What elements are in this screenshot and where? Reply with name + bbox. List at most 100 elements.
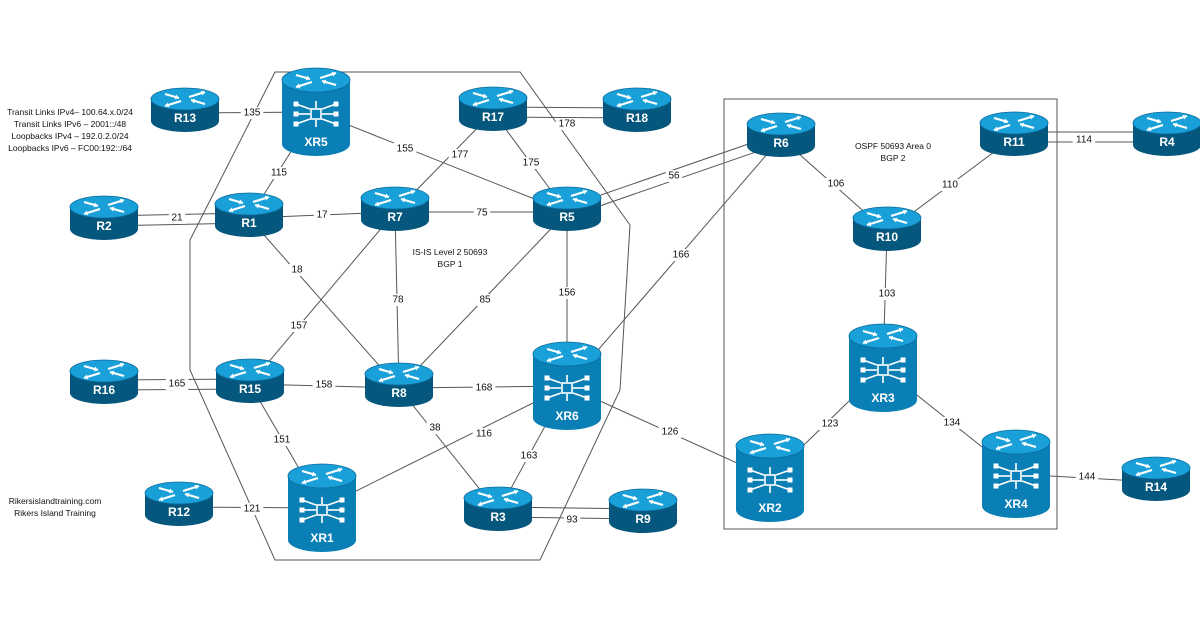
- xr-router-xr6[interactable]: XR6: [532, 341, 602, 430]
- arrowhead-icon: [1005, 437, 1010, 443]
- fabric-port-icon: [1033, 463, 1039, 469]
- router-r8[interactable]: R8: [364, 362, 434, 407]
- arrowhead-icon: [867, 221, 872, 227]
- fabric-port-icon: [860, 357, 866, 363]
- router-label: R16: [93, 383, 115, 397]
- router-r13[interactable]: R13: [150, 87, 220, 132]
- fabric-port-icon: [333, 111, 339, 117]
- fabric-core-icon: [764, 474, 776, 486]
- ospf-area-boundary: [723, 98, 1058, 530]
- arrowhead-icon: [482, 93, 487, 99]
- router-top: [150, 87, 220, 111]
- router-r1[interactable]: R1: [214, 192, 284, 237]
- router-r17[interactable]: R17: [458, 86, 528, 131]
- fabric-core-icon: [316, 504, 328, 516]
- router-top: [215, 358, 285, 382]
- xr-router-xr1[interactable]: XR1: [287, 463, 357, 552]
- fabric-port-icon: [584, 375, 590, 381]
- router-top: [852, 206, 922, 230]
- router-r4[interactable]: R4: [1132, 111, 1200, 156]
- link-label-bg: [658, 426, 682, 438]
- legend-line: Loopbacks IPv6 – FC00:192::/64: [8, 143, 132, 153]
- xr-top: [848, 323, 918, 349]
- xr-label: XR3: [871, 391, 895, 405]
- link-label-bg: [476, 294, 494, 306]
- router-label: R14: [1145, 480, 1167, 494]
- link-xr6-xr1: [321, 385, 568, 509]
- arrowhead-icon: [876, 213, 881, 219]
- link-label-bg: [426, 422, 444, 434]
- router-r5[interactable]: R5: [532, 186, 602, 231]
- router-r14[interactable]: R14: [1121, 456, 1191, 501]
- arrowhead-icon: [556, 349, 561, 355]
- arrowhead-icon: [1029, 114, 1034, 120]
- arrowhead-icon: [487, 493, 492, 499]
- xr-router-xr2[interactable]: XR2: [735, 433, 805, 522]
- xr-top: [735, 433, 805, 459]
- link-label: 163: [521, 451, 538, 462]
- fabric-core-icon: [1010, 470, 1022, 482]
- xr-router-xr3[interactable]: XR3: [848, 323, 918, 412]
- arrowhead-icon: [337, 467, 342, 473]
- router-r7[interactable]: R7: [360, 186, 430, 231]
- credits-name: Rikers Island Training: [14, 508, 96, 518]
- xr-body: [849, 336, 917, 412]
- router-r18[interactable]: R18: [602, 87, 672, 132]
- arrowhead-icon: [785, 437, 790, 443]
- arrowhead-icon: [194, 484, 199, 490]
- link-label-bg: [472, 428, 496, 440]
- router-r15[interactable]: R15: [215, 358, 285, 403]
- link-label: 38: [429, 423, 441, 434]
- arrowhead-icon: [84, 210, 89, 216]
- router-r9[interactable]: R9: [608, 488, 678, 533]
- fabric-port-icon: [584, 395, 590, 401]
- router-r10[interactable]: R10: [852, 206, 922, 251]
- router-top: [463, 486, 533, 510]
- fabric-port-icon: [544, 395, 550, 401]
- arrowhead-icon: [658, 491, 663, 497]
- link-label-bg: [517, 450, 541, 462]
- xr-top: [981, 429, 1051, 455]
- fabric-port-icon: [1033, 483, 1039, 489]
- link-label: 21: [171, 213, 183, 224]
- fabric-port-icon: [993, 463, 999, 469]
- link-label-bg: [448, 149, 472, 161]
- router-r3[interactable]: R3: [463, 486, 533, 531]
- arrowhead-icon: [405, 373, 410, 379]
- router-top: [1121, 456, 1191, 480]
- credits: Rikersislandtraining.com Rikers Island T…: [0, 495, 110, 519]
- addressing-legend: Transit Links IPv4– 100.64.x.0/24 Transi…: [0, 106, 140, 154]
- link-label: 157: [291, 321, 308, 332]
- router-r6[interactable]: R6: [746, 112, 816, 157]
- link-label-bg: [312, 379, 336, 391]
- arrowhead-icon: [996, 445, 1001, 451]
- router-label: R18: [626, 111, 648, 125]
- xr-top: [281, 67, 351, 93]
- fabric-port-icon: [299, 517, 305, 523]
- link-label: 85: [479, 295, 491, 306]
- arrowhead-icon: [893, 217, 898, 223]
- router-label: R1: [241, 216, 257, 230]
- arrowhead-icon: [401, 197, 406, 203]
- xr-router-xr4[interactable]: XR4: [981, 429, 1051, 518]
- link-label-bg: [938, 179, 962, 191]
- fabric-port-icon: [339, 497, 345, 503]
- xr-router-xr5[interactable]: XR5: [281, 67, 351, 156]
- link-label-bg: [168, 212, 186, 224]
- fabric-port-icon: [339, 507, 345, 513]
- link-label: 151: [274, 435, 291, 446]
- link-label: 134: [944, 418, 961, 429]
- router-r12[interactable]: R12: [144, 481, 214, 526]
- arrowhead-icon: [649, 499, 654, 505]
- router-top: [364, 362, 434, 386]
- fabric-port-icon: [787, 467, 793, 473]
- arrowhead-icon: [547, 357, 552, 363]
- router-r16[interactable]: R16: [69, 359, 139, 404]
- link-label: 18: [291, 265, 303, 276]
- router-label: R3: [490, 510, 506, 524]
- router-r2[interactable]: R2: [69, 195, 139, 240]
- router-r11[interactable]: R11: [979, 111, 1049, 156]
- fabric-port-icon: [747, 467, 753, 473]
- xr-label: XR5: [304, 135, 328, 149]
